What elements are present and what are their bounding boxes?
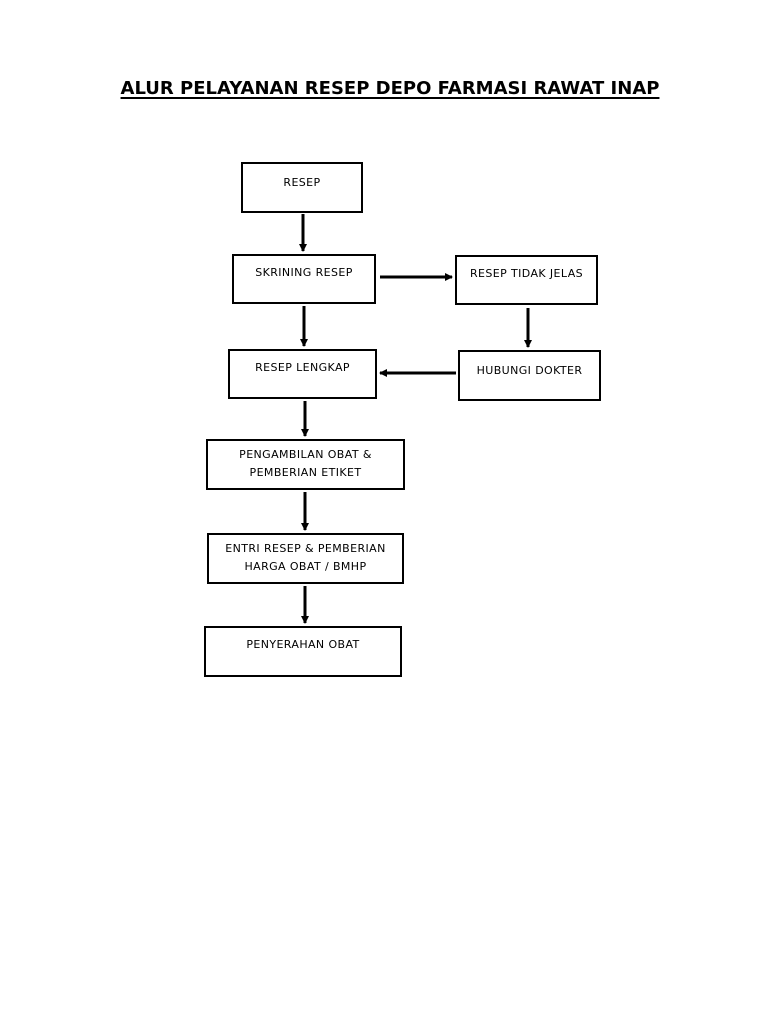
node-resep-tidak-jelas: RESEP TIDAK JELAS: [455, 255, 598, 305]
node-entri-resep: ENTRI RESEP & PEMBERIAN HARGA OBAT / BMH…: [207, 533, 404, 584]
node-pengambilan-obat-label-line-1: PENGAMBILAN OBAT &: [239, 448, 372, 461]
node-penyerahan-obat: PENYERAHAN OBAT: [204, 626, 402, 677]
node-resep-label: RESEP: [283, 176, 321, 189]
node-hubungi-dokter-label: HUBUNGI DOKTER: [476, 364, 583, 377]
node-resep-lengkap: RESEP LENGKAP: [228, 349, 377, 399]
node-resep-lengkap-label: RESEP LENGKAP: [255, 361, 350, 374]
node-entri-resep-label-line-1: ENTRI RESEP & PEMBERIAN: [225, 542, 386, 555]
page-title: ALUR PELAYANAN RESEP DEPO FARMASI RAWAT …: [120, 78, 660, 99]
node-entri-resep-label-line-2: HARGA OBAT / BMHP: [244, 560, 367, 573]
node-skrining-resep-label: SKRINING RESEP: [255, 266, 353, 279]
node-pengambilan-obat: PENGAMBILAN OBAT & PEMBERIAN ETIKET: [206, 439, 405, 490]
node-hubungi-dokter: HUBUNGI DOKTER: [458, 350, 601, 401]
node-skrining-resep: SKRINING RESEP: [232, 254, 376, 304]
node-penyerahan-obat-label: PENYERAHAN OBAT: [246, 638, 360, 651]
node-pengambilan-obat-label-line-2: PEMBERIAN ETIKET: [249, 466, 362, 479]
node-resep: RESEP: [241, 162, 363, 213]
node-resep-tidak-jelas-label: RESEP TIDAK JELAS: [469, 267, 583, 280]
